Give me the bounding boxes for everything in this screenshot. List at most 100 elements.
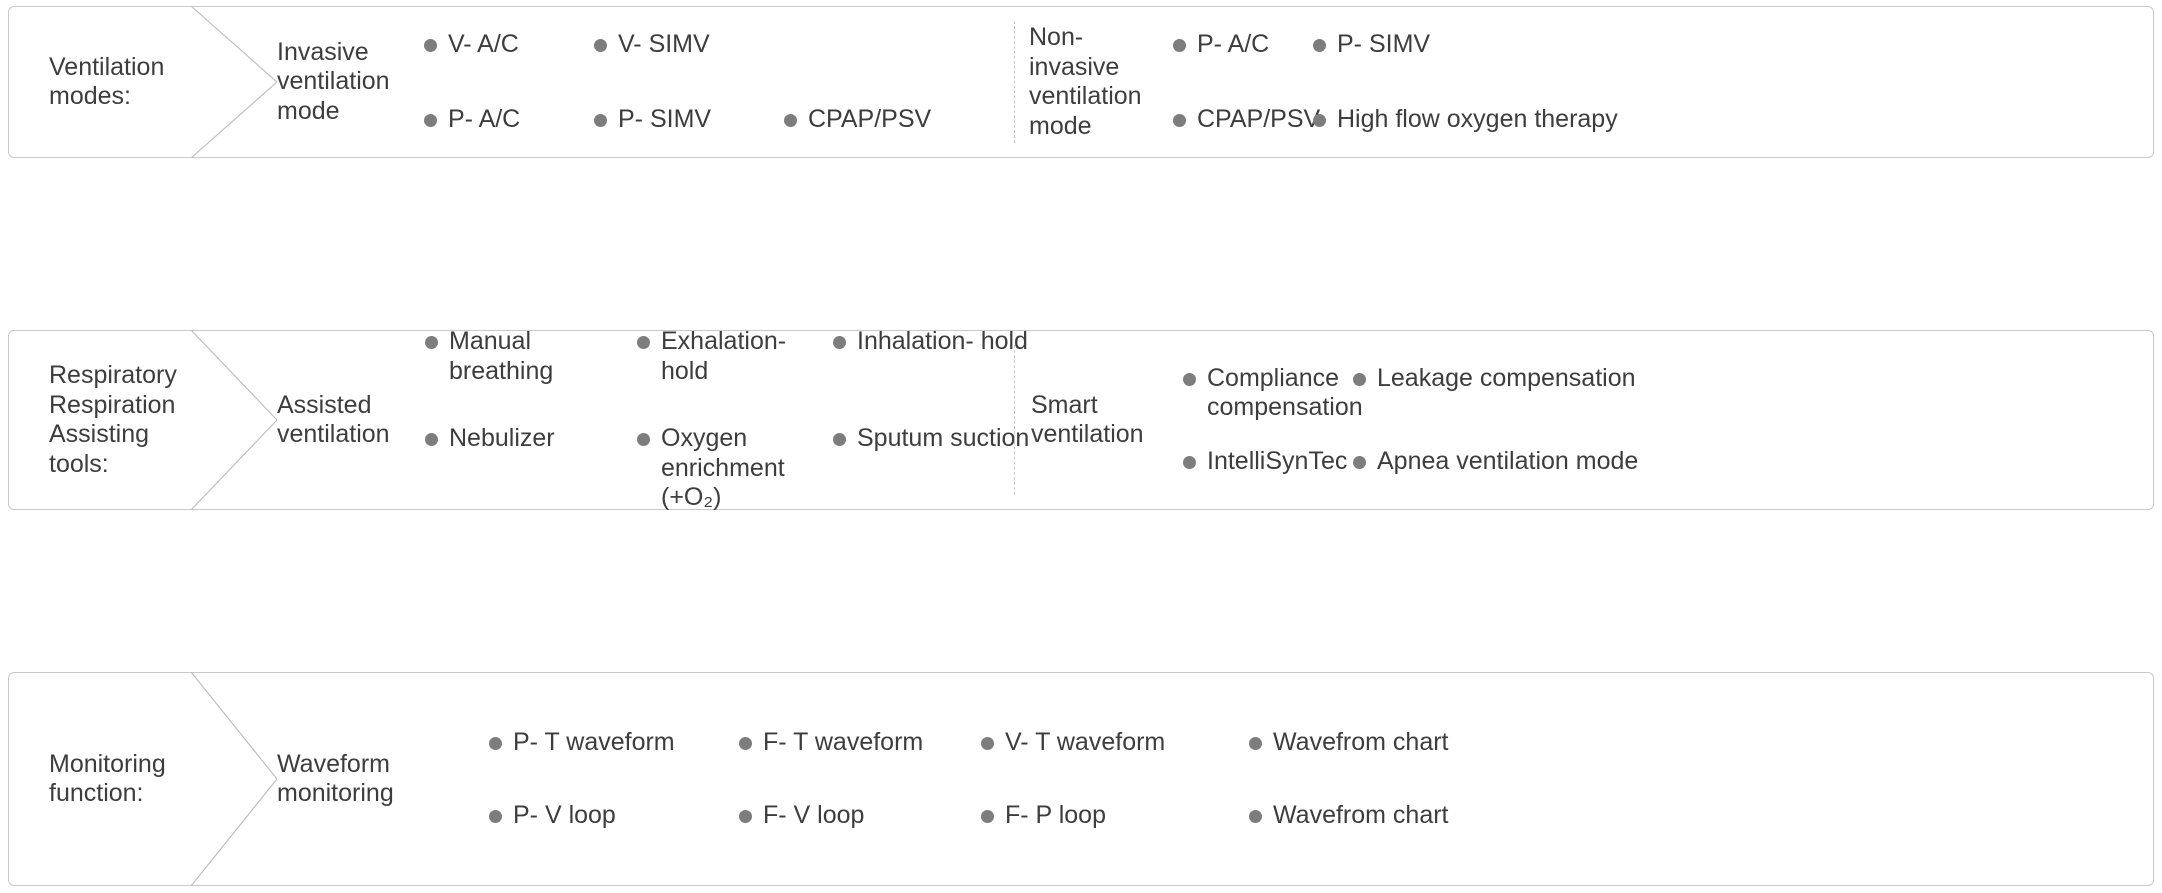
group-title: Invasive ventilation mode [277,37,390,125]
group-assisted-ventilation: Assisted ventilation Manual breathing Ex… [277,327,1029,511]
group-title: Assisted ventilation [277,390,390,449]
list-item[interactable]: F- T waveform [739,728,981,758]
group-non-invasive-ventilation-mode: Non- invasive ventilation mode P- A/C P-… [1029,7,1618,157]
list-item[interactable]: F- P loop [981,801,1249,831]
list-item-label: Oxygen enrichment (+O₂) [661,424,785,512]
list-item-label: Inhalation- hold [857,327,1028,356]
items-grid: V- A/C V- SIMV P- A/C P- SIMV CPAP/PSV [424,30,1014,135]
bullet-dot-icon [489,736,502,750]
list-item-label: P- SIMV [1337,29,1431,58]
list-item-label: Sputum suction [857,424,1030,453]
section-label-text: Ventilation modes: [49,52,165,111]
bullet-dot-icon [1313,38,1326,52]
list-item[interactable]: Manual breathing [425,327,637,386]
list-item[interactable]: P- A/C [1173,30,1313,60]
section-label-monitoring-function: Monitoring function: [49,673,249,885]
list-item[interactable]: CPAP/PSV [1173,105,1320,135]
bullet-dot-icon [981,736,994,750]
bullet-dot-icon [1353,455,1366,469]
list-item[interactable]: V- T waveform [981,728,1249,758]
list-item[interactable]: Nebulizer [425,424,637,454]
items-grid: P- A/C P- SIMV CPAP/PSV High flow oxygen… [1173,30,1618,135]
list-item[interactable]: Leakage compensation [1353,364,1638,394]
items-grid: Compliance compensation Leakage compensa… [1183,364,1638,477]
list-item-label: P- A/C [448,105,521,133]
bullet-dot-icon [739,736,752,750]
list-item[interactable]: Inhalation- hold [833,327,1029,357]
list-item-label: Exhalation- hold [661,327,787,385]
section-monitoring-function: Monitoring function: Waveform monitoring… [8,672,2154,886]
group-title: Smart ventilation [1031,390,1144,449]
list-item[interactable]: CPAP/PSV [784,105,1014,135]
bullet-dot-icon [425,336,438,350]
group-title: Waveform monitoring [277,749,394,808]
section-label-text: Monitoring function: [49,749,166,808]
group-divider [1014,345,1015,495]
section-ventilation-modes: Ventilation modes: Invasive ventilation … [8,6,2154,158]
list-item-label: CPAP/PSV [808,105,932,133]
section-label-ventilation-modes: Ventilation modes: [49,7,249,157]
list-item-label: P- T waveform [513,727,675,756]
list-item-label: V- A/C [448,29,519,58]
bullet-dot-icon [1249,810,1262,823]
list-item-label: F- V loop [763,801,865,829]
list-item-label: P- SIMV [618,105,712,133]
group-invasive-ventilation-mode: Invasive ventilation mode V- A/C V- SIMV… [277,7,1014,157]
list-item-label: P- A/C [1197,29,1270,58]
list-item-label: High flow oxygen therapy [1337,105,1618,133]
bullet-dot-icon [424,38,437,52]
bullet-dot-icon [594,114,607,127]
bullet-dot-icon [1173,114,1186,127]
bullet-dot-icon [981,810,994,823]
list-item-label: CPAP/PSV [1197,105,1321,133]
list-item[interactable]: P- SIMV [1313,30,1618,60]
section-respiratory-assisting-tools: Respiratory Respiration Assisting tools:… [8,327,2154,511]
list-item-label: Wavefrom chart [1273,727,1449,756]
list-item-label: Nebulizer [449,424,555,453]
section-label-respiratory-assisting-tools: Respiratory Respiration Assisting tools: [49,331,249,509]
list-item[interactable]: Wavefrom chart [1249,728,1449,758]
bullet-dot-icon [1249,736,1262,750]
group-waveform-monitoring: Waveform monitoring P- T waveform F- T w… [277,673,1449,885]
items-grid: P- T waveform F- T waveform V- T wavefor… [489,728,1449,831]
list-item[interactable]: Exhalation- hold [637,327,833,386]
bullet-dot-icon [833,433,846,447]
list-item[interactable]: Sputum suction [833,424,1029,454]
bullet-dot-icon [739,810,752,823]
list-item[interactable]: Apnea ventilation mode [1353,447,1638,477]
bullet-dot-icon [1173,38,1186,52]
group-divider [1014,21,1015,143]
bullet-dot-icon [594,38,607,52]
bullet-dot-icon [424,114,437,127]
list-item-label: Apnea ventilation mode [1377,446,1639,475]
bullet-dot-icon [833,336,846,350]
group-smart-ventilation: Smart ventilation Compliance compensatio… [1031,331,1638,509]
list-item[interactable]: High flow oxygen therapy [1313,105,1618,135]
bullet-dot-icon [1183,372,1196,386]
bullet-dot-icon [784,114,797,127]
list-item[interactable]: P- A/C [424,105,594,135]
list-item-label: F- T waveform [763,727,924,756]
section-label-text: Respiratory Respiration Assisting tools: [49,361,177,478]
list-item[interactable]: P- V loop [489,801,739,831]
list-item[interactable]: Oxygen enrichment (+O₂) [637,424,833,513]
bullet-dot-icon [425,433,438,447]
list-item[interactable]: P- SIMV [594,105,784,135]
group-title: Non- invasive ventilation mode [1029,23,1142,140]
list-item[interactable]: P- T waveform [489,728,739,758]
list-item-label: IntelliSynTec [1207,446,1348,475]
bullet-dot-icon [637,336,650,350]
list-item-label: Wavefrom chart [1273,801,1449,829]
bullet-dot-icon [1183,455,1196,469]
list-item[interactable]: Compliance compensation [1183,364,1363,423]
list-item-label: Compliance compensation [1207,363,1363,422]
list-item[interactable]: V- SIMV [594,30,784,60]
list-item[interactable]: Wavefrom chart [1249,801,1449,831]
list-item-label: P- V loop [513,801,616,829]
list-item-label: F- P loop [1005,801,1106,829]
list-item[interactable]: V- A/C [424,30,594,60]
bullet-dot-icon [637,433,650,447]
list-item[interactable]: IntelliSynTec [1183,447,1353,477]
list-item[interactable]: F- V loop [739,801,981,831]
